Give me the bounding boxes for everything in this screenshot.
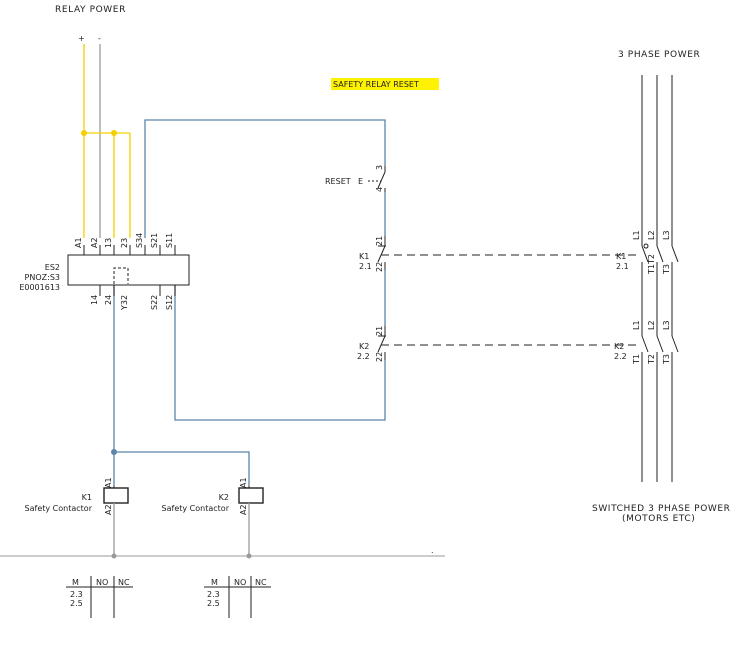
coil-k2-desc: Safety Contactor bbox=[162, 504, 230, 513]
terminal-y32: Y32 bbox=[120, 295, 129, 311]
relay-model: PNOZ:S3 bbox=[25, 273, 60, 282]
k1-t3: T3 bbox=[662, 264, 671, 275]
k2-aux-contact: 21 22 K2 2.2 bbox=[357, 326, 386, 362]
title-3-phase-power: 3 PHASE POWER bbox=[618, 50, 700, 60]
xref-table-k2: M NO NC 2.3 2.5 bbox=[204, 576, 271, 618]
xref-k1-row-1: 2.3 bbox=[70, 590, 83, 599]
loop-wires bbox=[111, 119, 386, 486]
reset-pin-4: 4 bbox=[375, 187, 384, 192]
k2-pin-21: 21 bbox=[375, 326, 384, 336]
title-safety-relay-reset: SAFETY RELAY RESET bbox=[333, 80, 419, 89]
terminal-s34: S34 bbox=[135, 233, 144, 248]
coil-k1-a1: A1 bbox=[104, 477, 113, 488]
wire-k2-to-s12 bbox=[174, 285, 386, 421]
terminal-s11: S11 bbox=[165, 233, 174, 248]
coil-k1: A1 A2 K1 Safety Contactor bbox=[25, 477, 129, 556]
coil-k2-body bbox=[238, 487, 264, 504]
k1-l1: L1 bbox=[632, 230, 641, 240]
k1-pin-22: 22 bbox=[375, 262, 384, 272]
terminal-s21: S21 bbox=[150, 233, 159, 248]
xref-k2-header-nc: NC bbox=[255, 578, 267, 587]
title-switched-3-phase: SWITCHED 3 PHASE POWER bbox=[592, 504, 731, 514]
terminal-s12: S12 bbox=[165, 295, 174, 310]
k2-power-contacts: L1 L2 L3 T1 T2 T3 K2 2.2 bbox=[614, 320, 679, 365]
k1-contact-ref: 2.1 bbox=[359, 262, 372, 271]
rail-dot: . bbox=[431, 546, 434, 555]
coil-k2-tag: K2 bbox=[219, 493, 229, 502]
relay-internal-link bbox=[113, 267, 129, 284]
k1-pin-21: 21 bbox=[375, 236, 384, 246]
junction-coil-feed bbox=[111, 449, 117, 455]
supply-plus-label: + bbox=[78, 34, 85, 43]
reset-symbol: E bbox=[358, 177, 363, 186]
k2-contact-ref: 2.2 bbox=[357, 352, 370, 361]
terminal-13: 13 bbox=[104, 238, 113, 248]
terminal-14: 14 bbox=[90, 295, 99, 305]
xref-k1-header-m: M bbox=[72, 578, 79, 587]
k2-t2: T2 bbox=[647, 354, 656, 365]
reset-title-highlight bbox=[331, 78, 439, 90]
k1-power-tag: K1 bbox=[616, 252, 626, 261]
xref-k2-row-1: 2.3 bbox=[207, 590, 220, 599]
relay-part-number: E0001613 bbox=[19, 283, 60, 292]
reset-pin-3: 3 bbox=[375, 165, 384, 170]
reset-button: RESET E 3 4 bbox=[325, 165, 386, 192]
k1-t1: T1 bbox=[647, 264, 656, 275]
relay-body bbox=[67, 254, 190, 286]
xref-k1-row-2: 2.5 bbox=[70, 599, 83, 608]
coil-k1-tag: K1 bbox=[82, 493, 92, 502]
k2-power-ref: 2.2 bbox=[614, 352, 627, 361]
k1-contact-tag: K1 bbox=[359, 252, 369, 261]
supply-minus-label: - bbox=[98, 34, 101, 43]
coil-k1-a2: A2 bbox=[104, 504, 113, 515]
coil-k2: A1 A2 K2 Safety Contactor bbox=[162, 477, 264, 556]
k2-power-tag: K2 bbox=[614, 342, 624, 351]
xref-k1-header-nc: NC bbox=[118, 578, 130, 587]
rail-junction-k2 bbox=[246, 553, 252, 559]
terminal-24: 24 bbox=[104, 295, 113, 305]
relay-tag: ES2 bbox=[45, 263, 60, 272]
coil-k1-desc: Safety Contactor bbox=[25, 504, 93, 513]
coil-k2-a1: A1 bbox=[239, 477, 248, 488]
coil-k1-body bbox=[103, 487, 129, 504]
k2-l2: L2 bbox=[647, 320, 656, 330]
k2-l3: L3 bbox=[662, 320, 671, 330]
terminal-23: 23 bbox=[120, 238, 129, 248]
k1-l2: L2 bbox=[647, 230, 656, 240]
k1-t2: T2 bbox=[647, 254, 656, 265]
wire-s34-to-reset bbox=[144, 119, 386, 238]
k1-power-contacts: L1 L2 L3 T1 T2 T3 K1 2.1 bbox=[616, 230, 679, 275]
title-relay-power: RELAY POWER bbox=[55, 5, 126, 15]
xref-k2-header-m: M bbox=[211, 578, 218, 587]
wire-to-k2-coil bbox=[114, 451, 250, 486]
xref-k1-header-no: NO bbox=[96, 578, 108, 587]
junction-plus-b bbox=[111, 130, 117, 136]
k1-l3: L3 bbox=[662, 230, 671, 240]
rail-junction-k1 bbox=[111, 553, 117, 559]
k2-l1: L1 bbox=[632, 320, 641, 330]
supply-wires bbox=[81, 44, 131, 238]
reset-label: RESET bbox=[325, 177, 351, 186]
terminal-s22: S22 bbox=[150, 295, 159, 310]
k2-contact-tag: K2 bbox=[359, 342, 369, 351]
coil-k2-a2: A2 bbox=[239, 504, 248, 515]
xref-k2-header-no: NO bbox=[234, 578, 246, 587]
k2-t1: T1 bbox=[632, 354, 641, 365]
k2-t3: T3 bbox=[662, 354, 671, 365]
xref-table-k1: M NO NC 2.3 2.5 bbox=[66, 576, 133, 618]
safety-relay-es2: A1 A2 13 23 S34 S21 S11 14 24 Y32 S22 S1… bbox=[19, 233, 190, 311]
junction-plus-a bbox=[81, 130, 87, 136]
k2-pin-22: 22 bbox=[375, 352, 384, 362]
k1-aux-contact: 21 22 K1 2.1 bbox=[359, 236, 386, 272]
xref-k2-row-2: 2.5 bbox=[207, 599, 220, 608]
terminal-a2: A2 bbox=[90, 237, 99, 248]
three-phase-lines bbox=[641, 75, 673, 482]
title-motors-etc: (MOTORS ETC) bbox=[622, 514, 695, 524]
k1-power-ref: 2.1 bbox=[616, 262, 629, 271]
terminal-a1: A1 bbox=[74, 237, 83, 248]
